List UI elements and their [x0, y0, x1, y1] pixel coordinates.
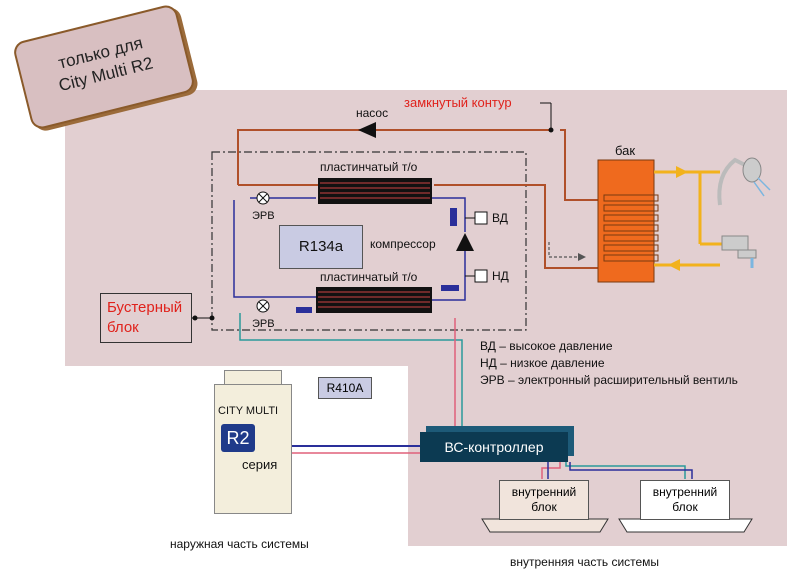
loop-to-tank [560, 129, 598, 201]
plate-hx-bottom [316, 287, 432, 313]
r134a-label: R134a [279, 225, 363, 269]
legend-erv: ЭРВ – электронный расширительный вентиль [480, 373, 738, 387]
indoor-unit-1-line-2: блок [531, 500, 557, 514]
legend-lp: НД – низкое давление [480, 356, 605, 370]
loop-top-pipe [237, 129, 551, 185]
lp-label: НД [492, 269, 509, 283]
compressor-icon [456, 233, 474, 251]
indoor-unit-1-grille [481, 518, 609, 533]
r2-badge: R2 [221, 424, 255, 452]
indoor-unit-2: внутренний блок [640, 480, 730, 520]
erv-top-icon [256, 191, 270, 205]
booster-line-1: Бустерный [107, 299, 183, 316]
plate-hx-top [318, 178, 432, 204]
hp-sensor [450, 208, 457, 226]
lp-sensor [441, 285, 459, 291]
outdoor-series: серия [242, 457, 278, 472]
hx-bottom-label: пластинчатый т/о [320, 270, 418, 284]
erv-top-label: ЭРВ [252, 210, 275, 222]
booster-boundary [211, 151, 527, 331]
tank-label: бак [615, 143, 636, 158]
booster-unit-box: Бустерный блок [100, 293, 192, 343]
erv-bottom-icon [256, 299, 270, 313]
bc-controller: ВС-контроллер [420, 432, 568, 462]
erv-sensor-bottom [296, 307, 312, 313]
booster-refrigerant-left [233, 200, 316, 298]
erv-bottom-label: ЭРВ [252, 318, 275, 330]
loop-return [434, 184, 598, 269]
outdoor-part-caption: наружная часть системы [170, 537, 309, 551]
hp-label: ВД [492, 211, 508, 225]
closed-loop-label: замкнутый контур [404, 95, 512, 110]
hp-box [474, 211, 488, 225]
lp-box [474, 269, 488, 283]
outdoor-brand: CITY MULTI [218, 405, 279, 417]
indoor-unit-1: внутренний блок [499, 480, 589, 520]
indoor-unit-1-line-1: внутренний [511, 485, 577, 499]
pump-icon [358, 122, 376, 138]
faucet-icon [721, 235, 757, 268]
legend-hp: ВД – высокое давление [480, 339, 613, 353]
shower-icon [717, 157, 771, 206]
indoor-unit-2-line-2: блок [672, 500, 698, 514]
compressor-label: компрессор [370, 237, 436, 251]
indoor-unit-2-grille [618, 518, 753, 533]
booster-line-2: блок [107, 319, 139, 336]
teal-pipe [239, 313, 463, 432]
pump-label: насос [356, 106, 389, 120]
indoor-part-caption: внутренняя часть системы [510, 555, 660, 569]
r410a-label: R410A [318, 377, 372, 399]
hx-top-label: пластинчатый т/о [320, 160, 418, 174]
indoor-unit-2-line-1: внутренний [652, 485, 718, 499]
